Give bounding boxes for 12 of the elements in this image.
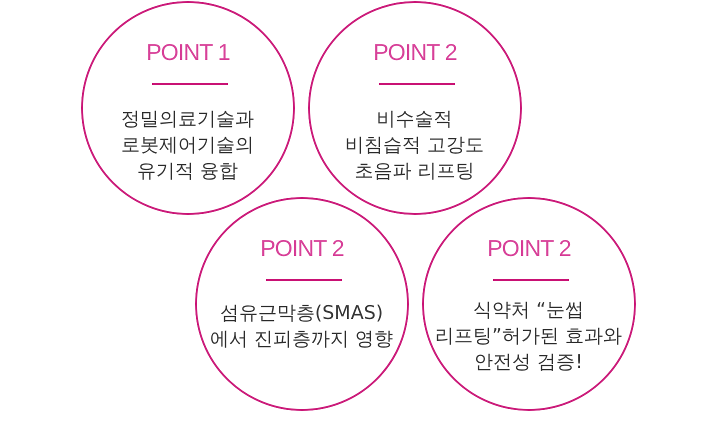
point-title: POINT 2	[260, 234, 344, 262]
point-circle	[195, 197, 409, 411]
point-circle	[422, 197, 636, 411]
point-title: POINT 2	[487, 234, 571, 262]
point-title: POINT 1	[146, 38, 230, 66]
point-description: 섬유근막층(SMAS) 에서 진피층까지 영향	[208, 301, 394, 352]
point-circle	[308, 1, 522, 215]
point-description: 식약처 “눈썹 리프팅”허가된 효과와 안전성 검증!	[434, 298, 623, 375]
point-description: 비수술적 비침습적 고강도 초음파 리프팅	[344, 107, 486, 184]
point-title: POINT 2	[373, 38, 457, 66]
point-circle	[81, 1, 295, 215]
point-description: 정밀의료기술과 로봇제어기술의 유기적 융합	[120, 107, 255, 184]
